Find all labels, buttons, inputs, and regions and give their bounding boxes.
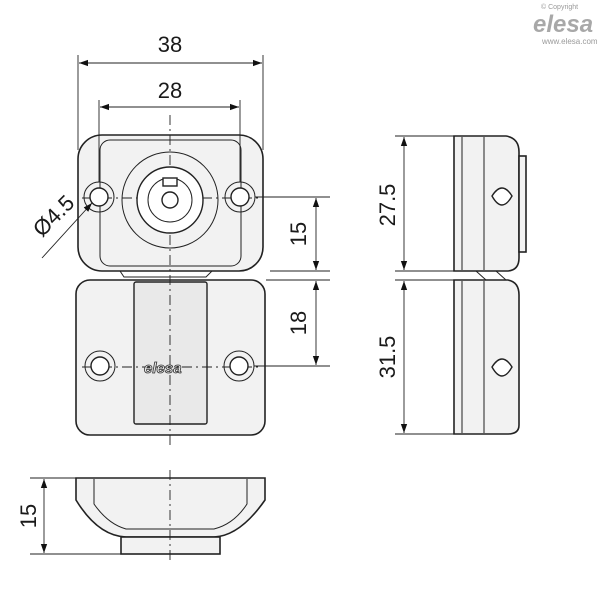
lower-leaf-center-band [133,281,208,425]
side-hinge [475,270,507,281]
side-upper-screw-hole [491,187,513,206]
dim-hole-spacing: 28 [158,78,182,103]
bottom-view-dimensions: 15 [16,477,128,555]
front-view: elesa [75,115,266,445]
dim-lower-hole-height: 18 [286,311,311,335]
website-label: www.elesa.com [541,37,598,46]
lock-core [161,191,179,209]
lower-left-screw-hole [84,350,116,382]
side-upper-leaf [453,135,520,272]
brand-logo: elesa [533,11,593,38]
bottom-base [120,536,221,555]
key-slot [162,177,178,187]
dim-upper-hole-height: 15 [286,222,311,246]
hole-diameter-leader [41,202,93,259]
dim-thickness: 15 [16,504,41,528]
bottom-view [75,470,266,562]
lock-housing-outer [121,151,219,249]
hinge-joint [106,270,234,278]
dim-lower-leaf-height: 31.5 [375,336,400,379]
dim-overall-width: 38 [158,32,182,57]
side-view-dimensions: 27.5 31.5 [375,135,460,435]
copyright-label: © Copyright [541,3,578,11]
dim-hole-diameter: Ø4.5 [28,190,79,241]
bottom-profile [75,477,266,538]
part-marking: elesa [144,360,182,377]
elesa-watermark: © Copyright elesa www.elesa.com [533,3,598,46]
side-lock-cap [518,155,527,253]
dim-upper-leaf-height: 27.5 [375,184,400,227]
side-view [453,135,527,435]
side-lower-screw-hole [491,358,513,377]
side-lower-leaf [453,279,520,435]
upper-left-screw-hole [83,181,115,213]
